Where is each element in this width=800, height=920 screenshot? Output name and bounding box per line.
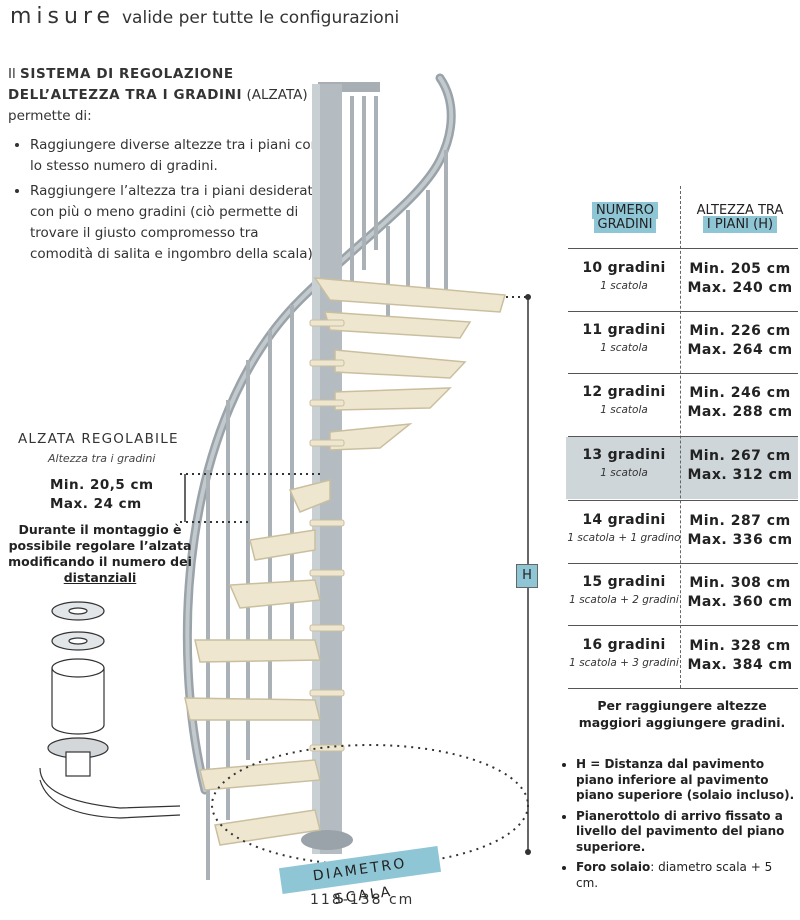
pole-base	[301, 830, 353, 850]
spacer-parts-illustration	[39, 601, 181, 819]
treads	[184, 277, 506, 846]
intro-suffix: (ALZATA) permette di:	[8, 87, 308, 124]
table-divider	[568, 311, 798, 312]
table-divider	[568, 625, 798, 626]
intro-text: Il SISTEMA DI REGOLAZIONE DELL’ALTEZZA T…	[8, 64, 323, 269]
alzata-max: Max. 24 cm	[50, 496, 142, 512]
diameter-ellipse	[211, 744, 529, 866]
intro-prefix: Il	[8, 66, 16, 82]
table-divider	[568, 563, 798, 564]
table-divider	[568, 248, 798, 249]
landing-rail	[318, 82, 380, 92]
table-header-height: ALTEZZA TRA I PIANI (H)	[696, 203, 784, 233]
alzata-note: Durante il montaggio è possibile regolar…	[8, 522, 192, 585]
table-divider	[568, 500, 798, 501]
note-item: H = Distanza dal pavimento piano inferio…	[576, 757, 798, 804]
table-divider-vertical	[680, 186, 681, 688]
more-steps-note: Per raggiungere altezze maggiori aggiung…	[578, 698, 786, 730]
diameter-value: 118-138 cm	[310, 892, 415, 908]
table-header-steps: NUMERO GRADINI	[572, 202, 678, 236]
alzata-subtitle: Altezza tra i gradini	[48, 452, 156, 465]
table-divider	[568, 436, 798, 437]
page-title: misure	[10, 4, 116, 29]
intro-list: Raggiungere diverse altezze tra i piani …	[8, 135, 323, 265]
note-item: Foro solaio: diametro scala + 5 cm.	[576, 860, 798, 891]
alzata-title: ALZATA REGOLABILE	[18, 431, 179, 447]
table-divider	[568, 373, 798, 374]
notes-list: H = Distanza dal pavimento piano inferio…	[566, 757, 798, 896]
h-dimension-label: H	[516, 564, 538, 588]
intro-bullet: Raggiungere l’altezza tra i piani deside…	[30, 181, 323, 265]
page-subtitle: valide per tutte le configurazioni	[122, 8, 400, 28]
table-divider	[568, 688, 798, 689]
intro-bullet: Raggiungere diverse altezze tra i piani …	[30, 135, 323, 177]
note-item: Pianerottolo di arrivo fissato a livello…	[576, 809, 798, 856]
intro-bold: SISTEMA DI REGOLAZIONE DELL’ALTEZZA TRA …	[8, 66, 243, 103]
alzata-min: Min. 20,5 cm	[50, 477, 154, 493]
